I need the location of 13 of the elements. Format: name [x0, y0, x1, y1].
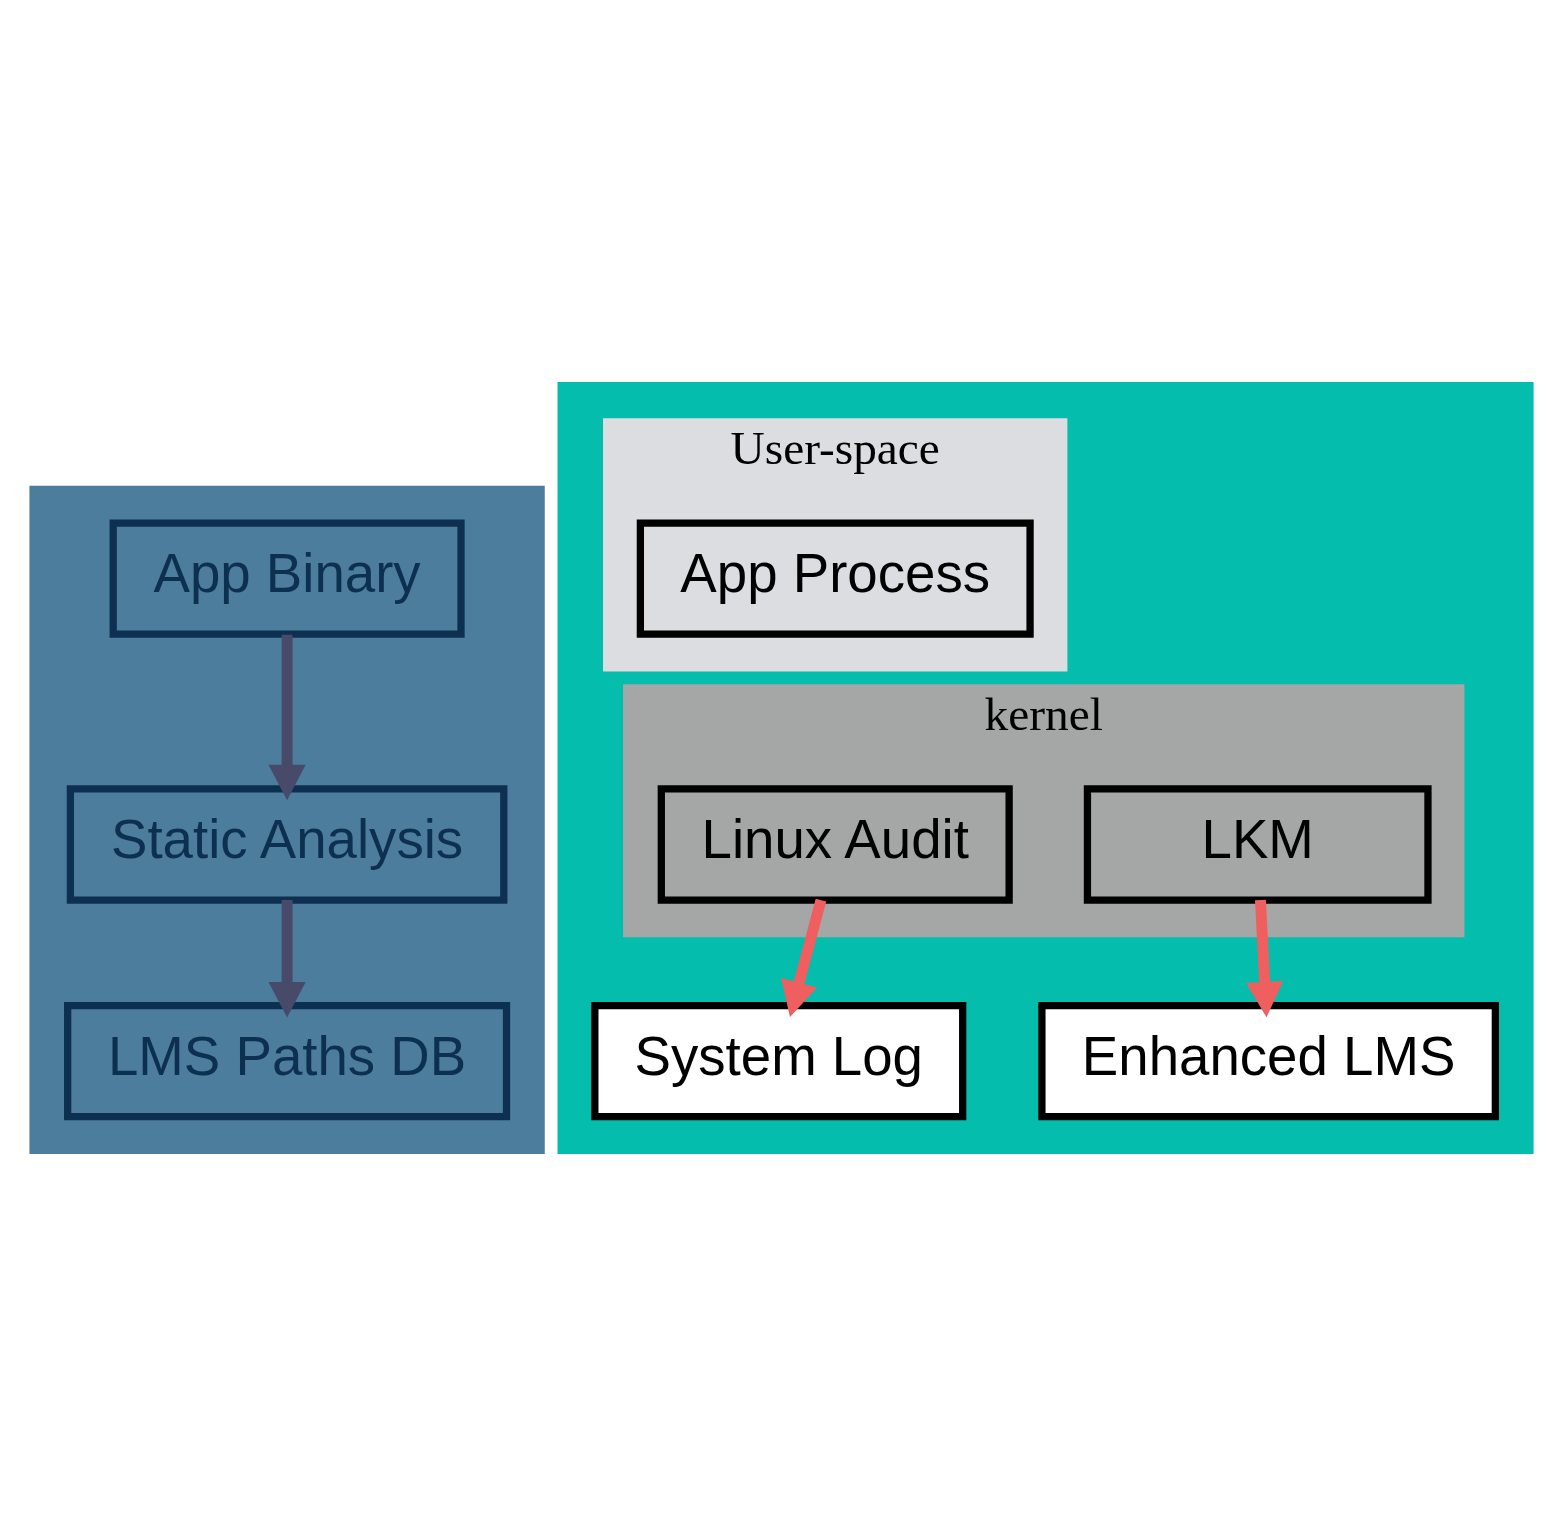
- node-box: LMS Paths DB: [64, 1001, 511, 1120]
- node-box: LKM: [1083, 784, 1432, 904]
- node-box: App Process: [636, 518, 1034, 638]
- cluster: [557, 381, 1534, 1154]
- node-box: Static Analysis: [66, 784, 508, 904]
- node-box: System Log: [591, 1001, 967, 1120]
- arrow: [268, 634, 306, 800]
- node-box: Enhanced LMS: [1038, 1001, 1499, 1120]
- cluster: [29, 485, 545, 1154]
- arrow: [268, 899, 306, 1017]
- node-box: Linux Audit: [657, 784, 1013, 904]
- arrow: [1246, 899, 1284, 1017]
- node-box: App Binary: [109, 518, 465, 638]
